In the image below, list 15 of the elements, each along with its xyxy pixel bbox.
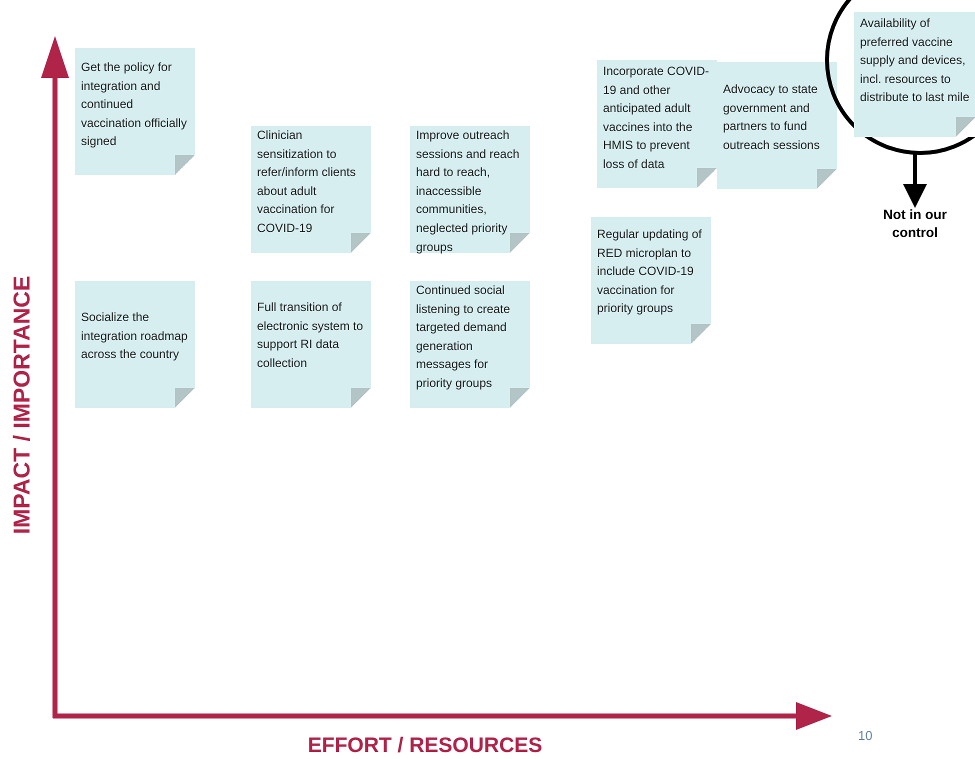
axis-label: EFFORT / RESOURCES (308, 734, 542, 758)
note-text: Not in our control (880, 206, 950, 262)
sticky-note: Improve outreach sessions and reach hard to reach, inaccessible communities, neglected priority groups (410, 126, 530, 253)
sticky-note: Incorporate COVID-19 and other anticipated adult vaccines into the HMIS to prevent loss of data (597, 60, 717, 188)
sticky-note: Clinician sensitization to refer/inform clients about adult vaccination for COVID-19 (251, 126, 371, 253)
axis-label: IMPACT / IMPORTANCE (8, 276, 36, 534)
sticky-note: Advocacy to state government and partners to fund outreach sessions (717, 62, 837, 189)
sticky-note: Continued social listening to create targeted demand generation messages for priority groups (410, 281, 530, 408)
sticky-note: Regular updating of RED microplan to include COVID-19 vaccination for priority groups (591, 217, 711, 344)
page-number: 10 (858, 728, 872, 743)
sticky-note: Availability of preferred vaccine supply and devices, incl. resources to distribute to last mile (854, 12, 975, 137)
sticky-note: Full transition of electronic system to support RI data collection (251, 281, 371, 408)
arrow (903, 154, 927, 208)
sticky-note: Socialize the integration roadmap across the country (75, 281, 195, 408)
sticky-note: Get the policy for integration and continued vaccination officially signed (75, 48, 195, 175)
